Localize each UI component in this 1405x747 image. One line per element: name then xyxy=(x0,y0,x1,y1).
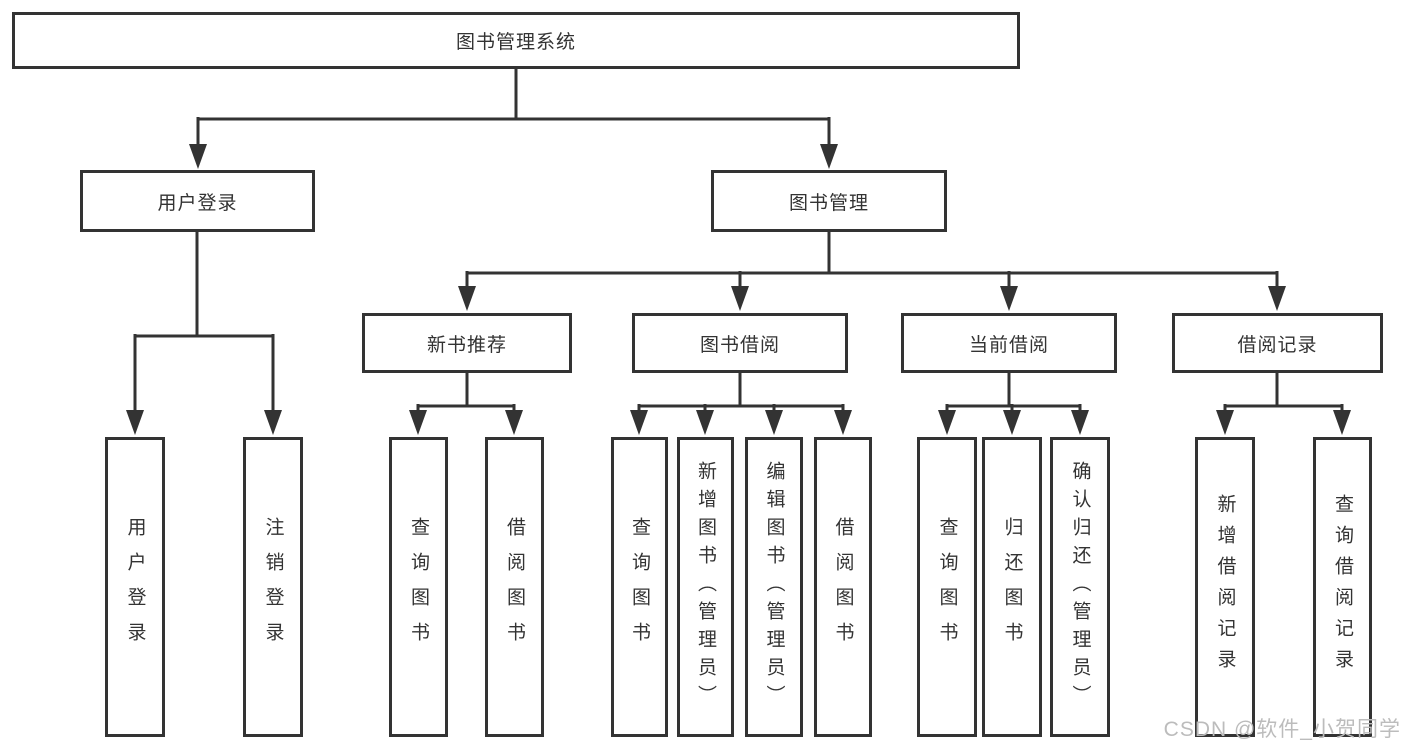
leaf-confirm-return-admin: 确认归还（管理员） xyxy=(1050,437,1110,737)
node-current-borrow: 当前借阅 xyxy=(901,313,1117,373)
node-book-management: 图书管理 xyxy=(711,170,947,232)
node-new-book-recommend-label: 新书推荐 xyxy=(426,334,507,356)
leaf-add-book-admin: 新增图书（管理员） xyxy=(677,437,734,737)
leaf-borrow-books-recommend: 借阅图书 xyxy=(485,437,544,737)
leaf-edit-book-admin: 编辑图书（管理员） xyxy=(745,437,803,737)
leaf-user-login: 用户登录 xyxy=(105,437,165,737)
node-book-borrow: 图书借阅 xyxy=(632,313,848,373)
leaf-query-books-recommend: 查询图书 xyxy=(389,437,448,737)
node-root-label: 图书管理系统 xyxy=(455,32,576,53)
leaf-return-books: 归还图书 xyxy=(982,437,1042,737)
leaf-query-books-borrow: 查询图书 xyxy=(611,437,668,737)
leaf-borrow-books: 借阅图书 xyxy=(814,437,872,737)
node-user-login-label: 用户登录 xyxy=(157,192,238,214)
leaf-add-borrow-record: 新增借阅记录 xyxy=(1195,437,1255,737)
node-book-borrow-label: 图书借阅 xyxy=(699,334,780,356)
leaf-query-books-current: 查询图书 xyxy=(917,437,977,737)
node-borrow-records-label: 借阅记录 xyxy=(1237,334,1318,356)
node-book-management-label: 图书管理 xyxy=(788,192,869,214)
leaf-logout: 注销登录 xyxy=(243,437,303,737)
node-user-login: 用户登录 xyxy=(80,170,315,232)
node-new-book-recommend: 新书推荐 xyxy=(362,313,572,373)
node-root: 图书管理系统 xyxy=(12,12,1020,69)
node-current-borrow-label: 当前借阅 xyxy=(968,334,1049,356)
csdn-watermark: CSDN @软件_小贺同学 xyxy=(1163,718,1401,741)
arrowheads xyxy=(126,144,1351,435)
leaf-query-borrow-record: 查询借阅记录 xyxy=(1313,437,1372,737)
node-borrow-records: 借阅记录 xyxy=(1172,313,1383,373)
